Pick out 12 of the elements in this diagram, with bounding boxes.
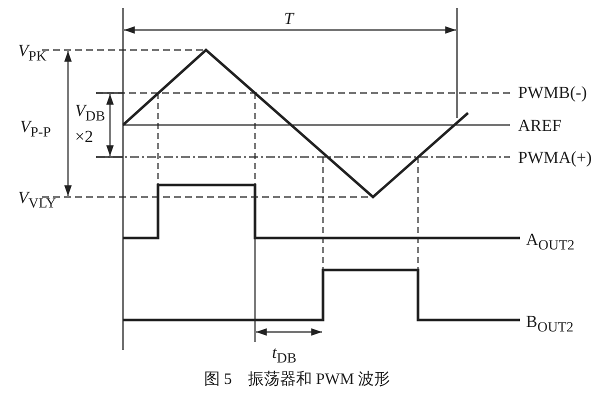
figure-caption: 图 5 振荡器和 PWM 波形	[202, 372, 392, 388]
dimension-label: V$_{P-P}$	[20, 118, 51, 140]
level-label: V$_{VLY}$	[18, 189, 56, 211]
threshold-label: PWMA(+)	[518, 149, 592, 166]
signal-label: B$_{OUT2}$	[526, 313, 574, 335]
level-label: V$_{PK}$	[18, 42, 46, 64]
signal-label: A$_{OUT2}$	[526, 231, 574, 253]
dimension-label: t$_{DB}$	[272, 344, 296, 366]
reference-label: AREF	[518, 117, 562, 134]
dimension-label: T	[284, 10, 294, 27]
dimension-label: V$_{DB}$ ×2	[75, 100, 106, 148]
threshold-label: PWMB(-)	[518, 84, 587, 101]
